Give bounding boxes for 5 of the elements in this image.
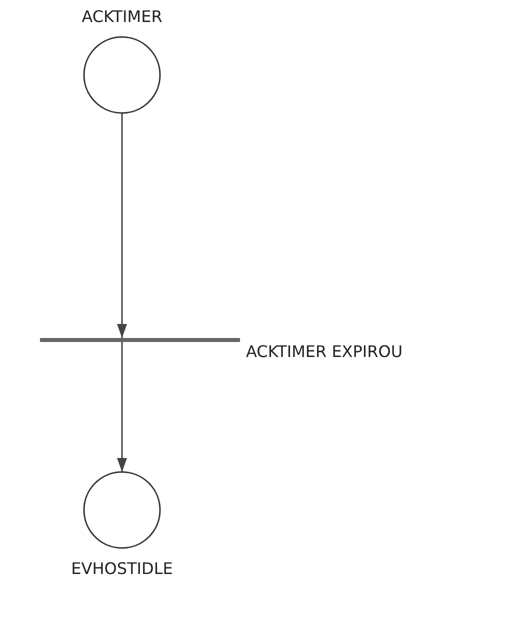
arrow <box>117 342 127 472</box>
transition-label: ACKTIMER EXPIROU <box>246 342 403 361</box>
place-label: EVHOSTIDLE <box>71 559 173 578</box>
arrow <box>117 113 127 338</box>
place-label: ACKTIMER <box>82 7 162 26</box>
